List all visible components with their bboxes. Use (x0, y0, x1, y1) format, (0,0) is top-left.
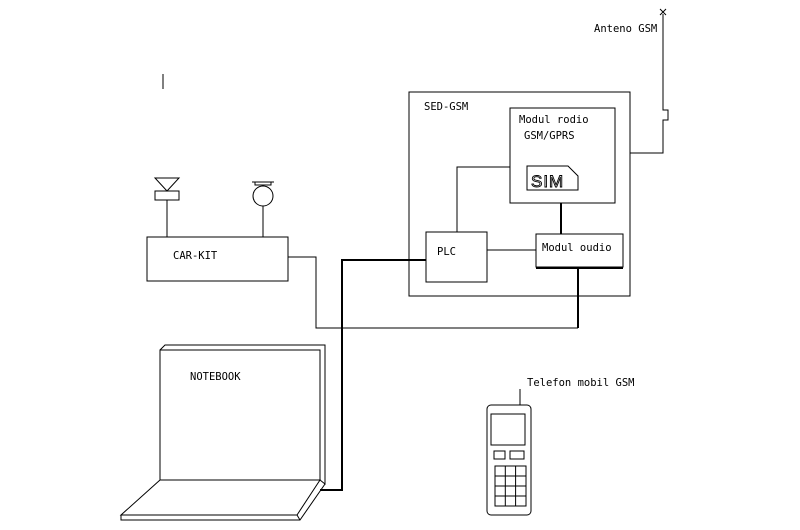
audio-module-box (535, 233, 624, 268)
car-kit-box (146, 236, 289, 282)
car-kit-antenna-head (153, 177, 181, 192)
microphone-icon (252, 181, 274, 237)
radio-module-label: Modul rodio (519, 114, 589, 126)
sed-gsm-label: SED-GSM (424, 101, 468, 113)
wire-audio-carkit (288, 256, 578, 329)
car-kit-antenna-icon (153, 177, 181, 237)
notebook-label: NOTEBOOK (190, 371, 241, 383)
plc-box (425, 231, 488, 283)
phone-screen (490, 413, 526, 446)
plc-label: PLC (437, 246, 456, 258)
microphone-head (252, 185, 274, 207)
microphone-clip (254, 181, 272, 186)
notebook-base-corner (296, 514, 301, 521)
wire-plc-notebook (320, 259, 426, 491)
phone-left-softkey (493, 450, 506, 460)
notebook-screen (159, 349, 321, 481)
audio-module-label: Modul oudio (542, 242, 612, 254)
car-kit-label: CAR-KIT (173, 250, 218, 262)
notebook-icon: NOTEBOOK (119, 344, 326, 521)
mobile-phone-icon: Telefon mobil GSM (486, 377, 634, 516)
sim-card-icon (526, 165, 579, 191)
phone-label: Telefon mobil GSM (527, 377, 634, 389)
antenna-label: Anteno GSM (594, 23, 657, 35)
phone-body (486, 404, 532, 516)
antenna-cable (615, 14, 669, 154)
wire-plc-radio (456, 166, 510, 232)
antenna-tip-icon-cross (659, 8, 667, 16)
phone-right-softkey (509, 450, 525, 460)
radio-module-sublabel: GSM/GPRS (524, 130, 575, 142)
notebook-keyboard-base (119, 479, 321, 516)
gsm-antenna: Anteno GSM (594, 8, 669, 154)
sim-label: SIM (531, 172, 564, 191)
notebook-screen-shell (159, 344, 326, 486)
notebook-base-edge (120, 483, 326, 521)
car-kit-antenna-base (154, 190, 180, 201)
